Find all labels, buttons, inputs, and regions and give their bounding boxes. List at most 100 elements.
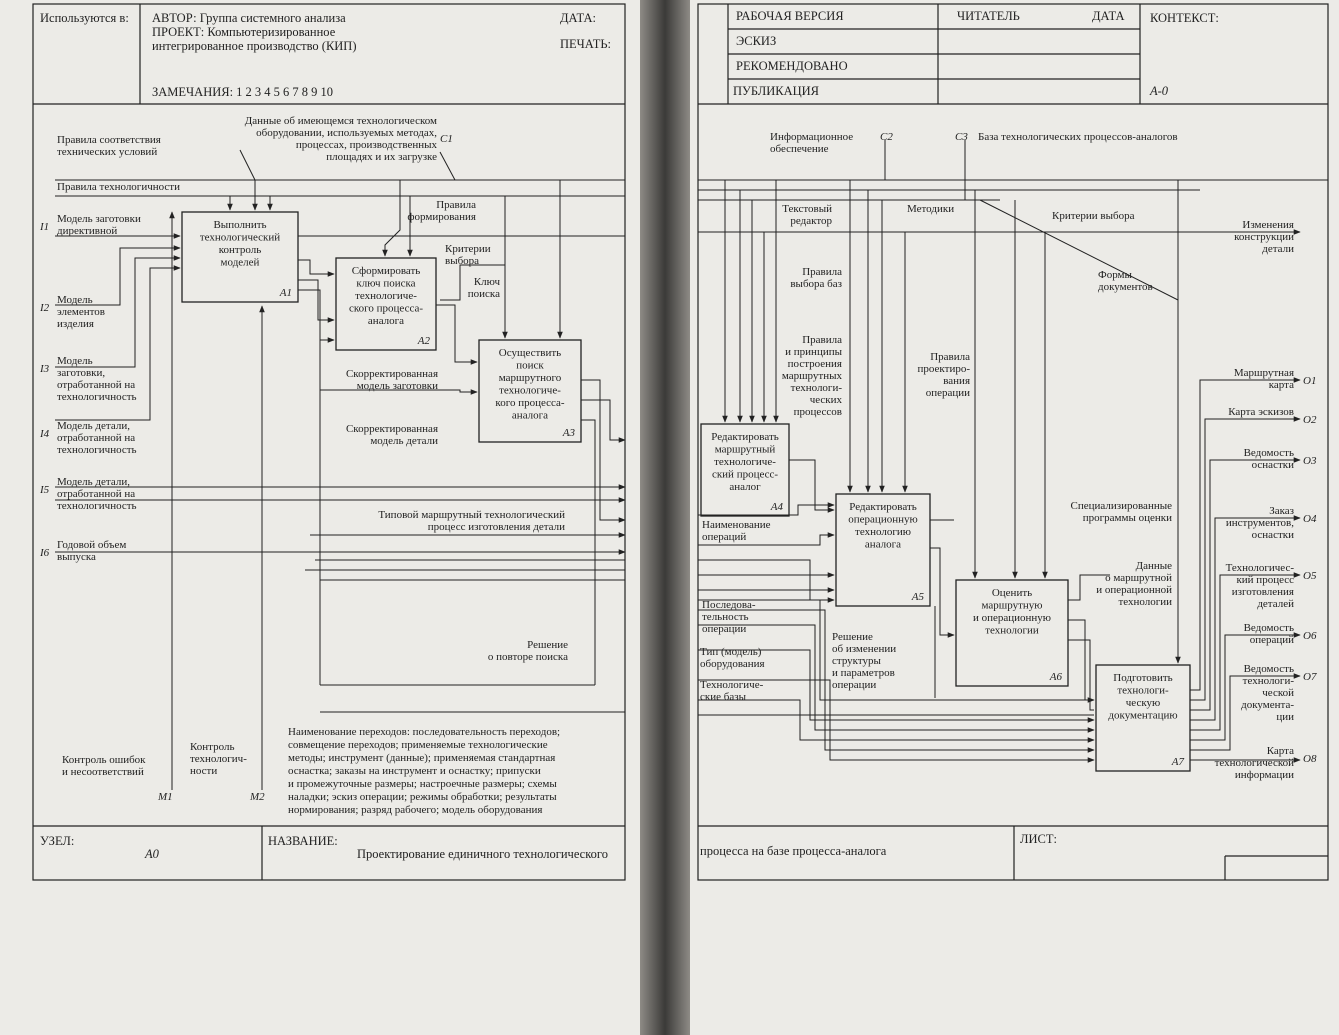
- output-code-o1: O1: [1303, 375, 1316, 387]
- context-node: А-0: [1149, 84, 1169, 98]
- label-route-data: и операционной: [1096, 584, 1172, 596]
- input-label-i6: Годовой объем: [57, 539, 126, 551]
- label-typical-route: Типовой маршрутный технологический: [378, 509, 565, 521]
- box-id-a3: A3: [562, 427, 576, 439]
- input-label-i1: директивной: [57, 225, 117, 237]
- label-changes: Изменения: [1242, 219, 1294, 231]
- label-op-sequence: операции: [702, 623, 746, 635]
- label-change-decision: об изменении: [832, 643, 896, 655]
- label-base-rules: Правила: [802, 266, 842, 278]
- control-code-c3: C3: [955, 131, 968, 143]
- mechanism-code-m2: M2: [249, 791, 265, 803]
- label-criteria-right: Критерии выбора: [1052, 210, 1135, 222]
- label-rules-forming: Правила: [436, 199, 476, 211]
- sheet-label: ЛИСТ:: [1020, 832, 1057, 846]
- input-label-i1: Модель заготовки: [57, 213, 141, 225]
- box-label-a3: маршрутного: [499, 372, 562, 384]
- input-code-i3: I3: [39, 363, 50, 375]
- box-a6: [955, 579, 1069, 687]
- node-label: УЗЕЛ:: [40, 834, 74, 848]
- box-a5: [835, 493, 931, 607]
- label-change-decision: и параметров: [832, 667, 895, 679]
- box-label-a2: Сформировать: [352, 265, 421, 277]
- box-label-a7: документацию: [1108, 710, 1177, 722]
- mechanism-code-m1: M1: [157, 791, 173, 803]
- output-code-o6: O6: [1303, 630, 1317, 642]
- label-repeat-decision: Решение: [527, 639, 568, 651]
- box-id-a6: A6: [1049, 671, 1063, 683]
- label-route-rules: процессов: [794, 406, 842, 418]
- box-label-a5: Редактировать: [849, 501, 917, 513]
- box-label-a1: технологический: [200, 232, 280, 244]
- box-label-a2: ключ поиска: [356, 278, 415, 290]
- project-line1: ПРОЕКТ: Компьютеризированное: [152, 25, 336, 39]
- box-label-a3: аналога: [512, 410, 548, 422]
- label-route-rules: Правила: [802, 334, 842, 346]
- box-label-a2: ского процесса-: [349, 303, 423, 315]
- output-code-o7: O7: [1303, 671, 1317, 683]
- date-label: ДАТА:: [560, 11, 596, 25]
- label-op-design-rules: вания: [943, 375, 970, 387]
- label-route-rules: маршрутных: [782, 370, 843, 382]
- label-change-decision: структуры: [832, 655, 882, 667]
- label-rules-conformity: технических условий: [57, 146, 157, 158]
- input-label-i4: отработанной на: [57, 432, 135, 444]
- left-frame: [32, 3, 626, 881]
- input-label-i2: изделия: [57, 318, 94, 330]
- output-label-o3: оснастки: [1252, 459, 1294, 471]
- box-a3: [478, 339, 582, 443]
- input-label-i2: Модель: [57, 294, 93, 306]
- box-id-a1: A1: [279, 287, 292, 299]
- output-code-o8: O8: [1303, 753, 1317, 765]
- box-label-a3: Осуществить: [499, 347, 561, 359]
- label-op-sequence: тельность: [702, 611, 749, 623]
- date-label-right: ДАТА: [1092, 9, 1125, 23]
- label-transitions-note: Наименование переходов: последовательнос…: [288, 726, 560, 738]
- box-label-a7: технологи-: [1117, 685, 1169, 697]
- box-label-a4: аналог: [729, 481, 761, 493]
- project-line2: интегрированное производство (КИП): [152, 39, 357, 53]
- box-label-a6: технологии: [985, 625, 1039, 637]
- label-special-programs: Специализированные: [1071, 500, 1173, 512]
- mechanism-label-m2: технологич-: [190, 753, 247, 765]
- control-code-c2: C2: [880, 131, 893, 143]
- label-rules-conformity: Правила соответствия: [57, 134, 161, 146]
- mechanism-label-m1: Контроль ошибок: [62, 754, 146, 766]
- label-transitions-note: нормирования; разряд рабочего; модель об…: [288, 804, 542, 816]
- output-label-o7: ции: [1276, 711, 1294, 723]
- label-transitions-note: оснастка; заказы на инструмент и оснастк…: [288, 765, 541, 777]
- print-label: ПЕЧАТЬ:: [560, 37, 611, 51]
- output-label-o4: инструментов,: [1226, 517, 1294, 529]
- input-code-i1: I1: [39, 221, 49, 233]
- box-label-a3: технологиче-: [499, 385, 561, 397]
- label-transitions-note: и промежуточные размеры; настроечные раз…: [288, 778, 557, 790]
- input-code-i2: I2: [39, 302, 50, 314]
- label-changes: детали: [1262, 243, 1294, 255]
- right-frame: [697, 3, 1329, 881]
- remarks-label: ЗАМЕЧАНИЯ: 1 2 3 4 5 6 7 8 9 10: [152, 85, 333, 99]
- right-arrows: [698, 140, 1328, 763]
- left-arrows: [55, 149, 626, 790]
- context-label: КОНТЕКСТ:: [1150, 11, 1219, 25]
- input-label-i6: выпуска: [57, 551, 96, 563]
- box-label-a7: ческую: [1126, 697, 1160, 709]
- label-corrected-blank: модель заготовки: [357, 380, 438, 392]
- box-label-a5: аналога: [865, 539, 901, 551]
- label-route-data: о маршрутной: [1105, 572, 1172, 584]
- output-label-o6: операций: [1250, 634, 1294, 646]
- output-code-o4: O4: [1303, 513, 1317, 525]
- recommended-label: РЕКОМЕНДОВАНО: [736, 59, 848, 73]
- label-search-key: Ключ: [474, 276, 501, 288]
- label-doc-forms: документов: [1098, 281, 1153, 293]
- input-label-i5: Модель детали,: [57, 476, 130, 488]
- label-op-design-rules: операции: [926, 387, 970, 399]
- label-op-design-rules: проектиро-: [918, 363, 971, 375]
- label-doc-forms: Формы: [1098, 269, 1132, 281]
- box-label-a7: Подготовить: [1113, 672, 1172, 684]
- label-corrected-part: Скорректированная: [346, 423, 438, 435]
- control-label-c1: Данные об имеющемся технологическом: [245, 115, 437, 127]
- output-label-o1: карта: [1269, 379, 1294, 391]
- box-label-a5: операционную: [848, 514, 917, 526]
- label-criteria: Критерии: [445, 243, 491, 255]
- input-label-i3: заготовки,: [57, 367, 105, 379]
